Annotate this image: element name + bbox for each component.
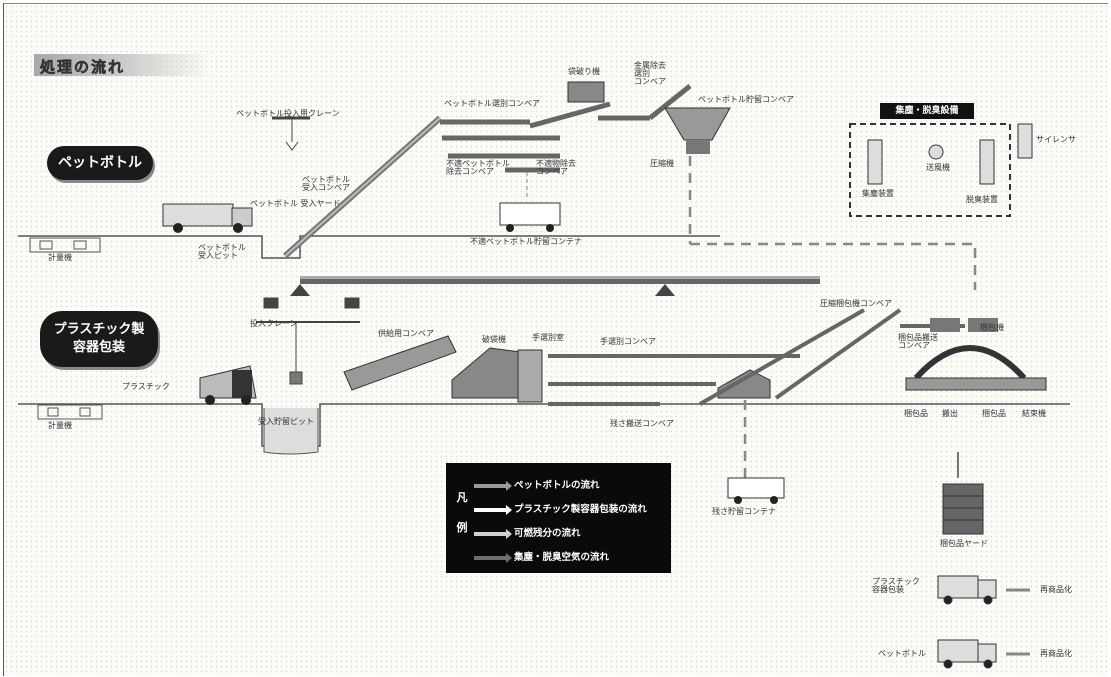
legend: 凡例 ペットボトルの流れ プラスチック製容器包装の流れ 可燃残分の流れ 集塵・脱… [446, 463, 671, 573]
label-bundle-2: 搬出 [942, 410, 958, 418]
label-supply-conveyor: 供給用コンベア [378, 330, 434, 338]
label-compressor: 圧縮機 [650, 160, 674, 168]
legend-item-residue: 可燃残分の流れ [474, 525, 581, 539]
legend-arrow-icon [474, 556, 508, 560]
label-pet-receiving: ペットボトル 受入ヤード [250, 200, 341, 208]
label-hand-sort-conveyor: 手選別コンベア [600, 338, 656, 346]
label-pet-storage-conveyor: ペットボトル貯留コンベア [698, 96, 794, 104]
dust-devices [868, 124, 1032, 184]
label-cross-conveyor: 圧縮梱包機コンベア [820, 300, 892, 308]
label-plastic-weigh: 計量機 [48, 422, 72, 430]
dust-air-lines [690, 156, 975, 478]
label-foreign-container: 不適ペットボトル貯留コンテナ [470, 238, 582, 246]
legend-arrow-icon [474, 484, 508, 488]
category-plastic-container: プラスチック製 容器包装 [40, 311, 158, 367]
category-pet-bottle: ペットボトル [47, 146, 153, 180]
pet-truck-shape [163, 204, 252, 233]
label-pet-crane: ペットボトル投入用クレーン [236, 110, 340, 118]
label-dust-cyclone: 集塵装置 [862, 190, 894, 198]
legend-item-dust-air: 集塵・脱臭空気の流れ [474, 549, 609, 563]
label-pet-out: ペットボトル [878, 650, 926, 658]
out-trucks [938, 576, 996, 668]
baler-shape [906, 318, 1046, 390]
label-foreign-conveyor: 不適ペットボトル 除去コンベア [446, 160, 510, 176]
weigh-pit-pet [30, 238, 100, 252]
label-bag-opener: 破袋機 [482, 336, 506, 344]
page-title: 処理の流れ [40, 56, 125, 77]
plastic-truck-shape [200, 366, 256, 405]
weigh-pit-plastic [38, 405, 102, 419]
legend-item-plastic: プラスチック製容器包装の流れ [474, 501, 647, 515]
crane-rail [290, 276, 820, 296]
label-baler: 梱包機 [980, 324, 1004, 332]
label-belt-conveyor: 梱包品搬送 コンベア [898, 334, 938, 350]
bale-stack [943, 452, 983, 534]
plastic-crane [256, 298, 360, 384]
pet-cart [500, 172, 560, 232]
out-arrows [1006, 590, 1030, 654]
compressor-hopper [665, 108, 730, 154]
label-pet-pit: ペットボトル 受入ピット [198, 244, 246, 260]
label-pet-conveyor-top: ペットボトル選別コンベア [444, 100, 540, 108]
legend-title: 凡例 [456, 483, 468, 543]
label-sort-conveyor: 不適物除去 コンベア [536, 160, 576, 176]
label-silencer: サイレンサ [1036, 136, 1076, 144]
legend-item-pet: ペットボトルの流れ [474, 477, 600, 491]
label-dest-2: 再商品化 [1040, 650, 1072, 658]
label-plastic-crane: 投入クレーン [250, 320, 298, 328]
label-pet-weigh: 計量機 [48, 254, 72, 262]
label-bundle-1: 梱包品 [904, 410, 928, 418]
label-metal-sorter: 金属除去 選別 コンベア [634, 62, 666, 86]
label-hand-sort-room: 手選別室 [532, 334, 564, 342]
label-plastic-truck: プラスチック [122, 383, 170, 391]
residue-cart [728, 478, 784, 504]
label-deodor: 脱臭装置 [966, 196, 998, 204]
label-bale-yard: 梱包品ヤード [940, 540, 988, 548]
label-recovery-conveyor: 残さ搬送コンベア [610, 420, 674, 428]
pet-crane [272, 118, 310, 150]
label-dest-1: 再商品化 [1040, 586, 1072, 594]
plastic-machines [344, 336, 770, 402]
label-bundle-4: 結束機 [1022, 410, 1046, 418]
label-residue-container: 残さ貯留コンテナ [712, 508, 776, 516]
plastic-pit-shape [264, 408, 318, 454]
label-plastic-out: プラスチック 容器包装 [872, 578, 920, 594]
dust-equipment-title: 集塵・脱臭設備 [880, 103, 974, 119]
label-dust-fan: 送風機 [926, 164, 950, 172]
label-bundle-3: 梱包品 [982, 410, 1006, 418]
label-plastic-pit: 受入貯留ピット [258, 418, 314, 426]
bag-breaker-box [568, 82, 604, 102]
label-bag-breaker: 袋破り機 [568, 68, 600, 76]
label-pet-supply: ペットボトル 受入コンベア [302, 176, 350, 192]
legend-arrow-icon [474, 532, 508, 536]
legend-arrow-icon [474, 508, 508, 512]
